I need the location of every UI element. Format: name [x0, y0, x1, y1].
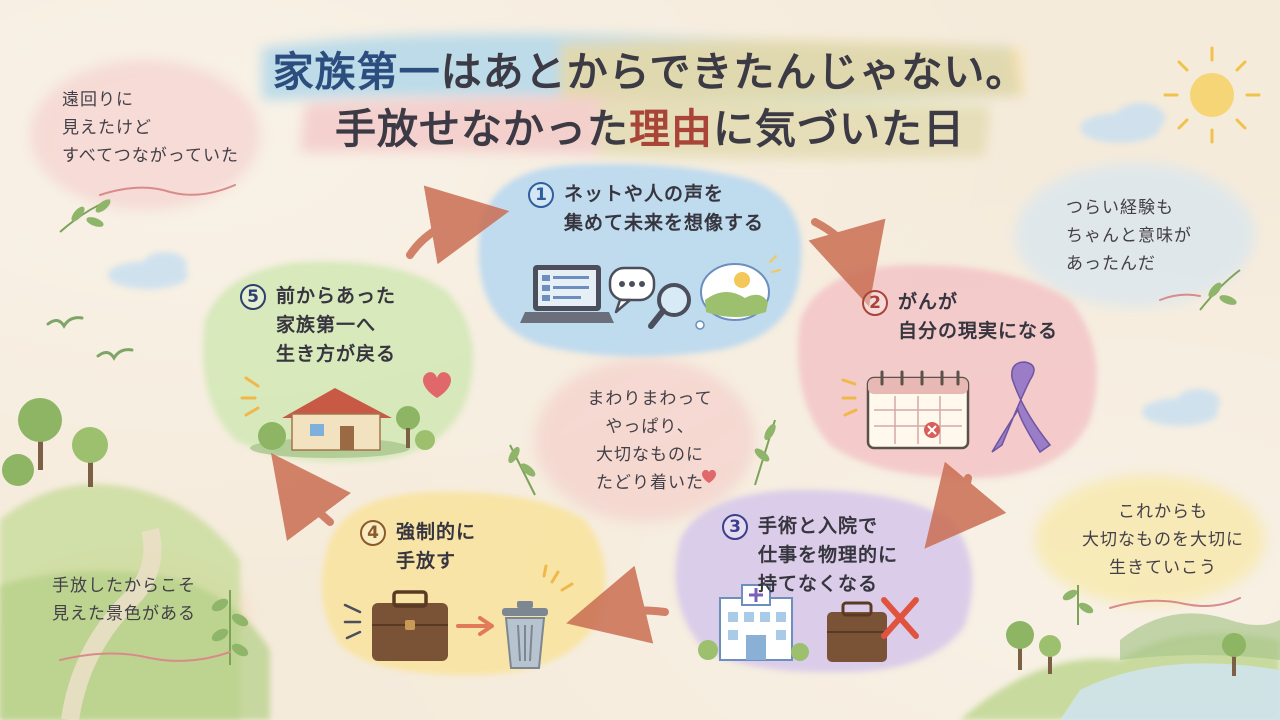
clouds — [108, 103, 1220, 426]
thought-bubble-icon — [695, 255, 781, 330]
awareness-ribbon-icon — [991, 361, 1052, 454]
step-line: 前からあった — [276, 285, 397, 307]
calendar-icon — [841, 370, 970, 450]
title-wash — [262, 33, 1024, 159]
birds — [46, 316, 134, 361]
laptop-icon — [520, 265, 614, 323]
step-text: 前からあった 家族第一へ 生き方が戻る — [276, 282, 396, 369]
sun-icon — [1163, 46, 1261, 144]
step-5: 5 前からあった 家族第一へ 生き方が戻る — [240, 282, 396, 369]
briefcase-icon — [343, 590, 448, 661]
heart-icon — [423, 372, 451, 398]
note-line: 見えた景色がある — [52, 604, 196, 624]
note-bottom-right: これからも 大切なものを大切に 生きていこう — [1082, 498, 1244, 582]
step-number-badge: 2 — [862, 290, 888, 316]
step-text: 強制的に 手放す — [396, 518, 476, 576]
step-text: がんが 自分の現実になる — [898, 288, 1058, 346]
plant-left-bottom — [211, 590, 249, 665]
small-heart-icon — [702, 469, 716, 483]
note-line: たどり着いた — [596, 473, 704, 493]
note-line: すべてつながっていた — [62, 146, 239, 166]
hospital-icon — [698, 584, 809, 661]
step-number-badge: 3 — [722, 514, 748, 540]
title-line-1: 家族第一はあとからできたんじゃない。 — [255, 38, 1045, 98]
step-1: 1 ネットや人の声を 集めて未来を想像する — [528, 180, 764, 238]
title-highlight-reason: 理由 — [629, 105, 713, 153]
note-line: これからも — [1118, 502, 1208, 522]
arrow-2-to-3 — [924, 461, 1007, 549]
step-line: 集めて未来を想像する — [564, 212, 765, 234]
note-line: 生きていこう — [1109, 558, 1217, 578]
step-number-badge: 1 — [528, 182, 554, 208]
sprigs — [59, 199, 1241, 496]
note-line: やっぱり、 — [605, 417, 695, 437]
swashes — [59, 184, 1241, 662]
title-line-2-part1: 手放せなかった — [335, 105, 629, 153]
note-line: 遠回りに — [62, 90, 134, 110]
house-icon — [240, 376, 435, 458]
note-line: ちゃんと意味が — [1066, 226, 1192, 246]
note-line: 手放したからこそ — [52, 576, 196, 596]
step-line: 家族第一へ — [276, 314, 377, 336]
note-top-right: つらい経験も ちゃんと意味が あったんだ — [1066, 194, 1192, 278]
arrow-5-to-1 — [406, 185, 510, 265]
trash-can-icon — [502, 564, 574, 669]
title-highlight-family-first: 家族第一 — [272, 48, 441, 96]
title-line-2: 手放せなかった理由に気づいた日 — [255, 95, 1045, 155]
step-text: ネットや人の声を 集めて未来を想像する — [564, 180, 764, 238]
step-text: 手術と入院で 仕事を物理的に 持てなくなる — [758, 512, 898, 599]
left-landscape — [0, 398, 270, 720]
right-landscape — [960, 585, 1280, 720]
step-line: ネットや人の声を — [564, 183, 725, 205]
note-top-left: 遠回りに 見えたけど すべてつながっていた — [62, 86, 239, 170]
arrow-3-to-4 — [566, 565, 669, 644]
step-line: 自分の現実になる — [898, 320, 1059, 342]
step-number-badge: 5 — [240, 284, 266, 310]
speech-bubble-icon — [608, 266, 656, 314]
step-4: 4 強制的に 手放す — [360, 518, 476, 576]
title-line-1-rest: はあとからできたんじゃない。 — [440, 48, 1028, 96]
briefcase-crossed-icon — [827, 597, 919, 662]
note-center: まわりまわって やっぱり、 大切なものに たどり着いた — [555, 385, 745, 497]
step-line: 手放す — [396, 550, 457, 572]
title-line-2-part2: に気づいた日 — [713, 105, 965, 153]
note-line: 見えたけど — [62, 118, 152, 138]
note-line: あったんだ — [1066, 254, 1156, 274]
step-line: 仕事を物理的に — [758, 544, 899, 566]
step-3: 3 手術と入院で 仕事を物理的に 持てなくなる — [722, 512, 898, 599]
step-line: 持てなくなる — [758, 573, 879, 595]
step-line: 生き方が戻る — [276, 343, 397, 365]
step-line: 手術と入院で — [758, 515, 879, 537]
arrow-4-to-5 — [270, 453, 352, 542]
note-line: 大切なものを大切に — [1082, 530, 1244, 550]
step-2: 2 がんが 自分の現実になる — [862, 288, 1058, 346]
arrow-1-to-2 — [808, 218, 886, 307]
note-line: まわりまわって — [587, 389, 713, 409]
magnifier-icon — [648, 283, 691, 329]
step-line: がんが — [898, 291, 959, 313]
note-bottom-left: 手放したからこそ 見えた景色がある — [52, 572, 196, 628]
note-line: 大切なものに — [596, 445, 704, 465]
note-line: つらい経験も — [1066, 198, 1174, 218]
step-number-badge: 4 — [360, 520, 386, 546]
step-line: 強制的に — [396, 521, 477, 543]
